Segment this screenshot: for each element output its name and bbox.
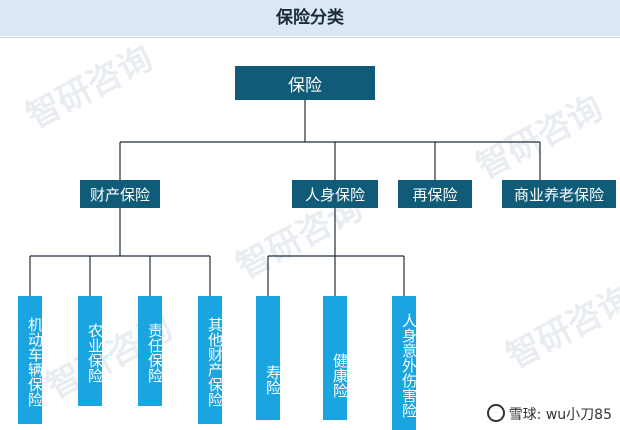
page-title: 保险分类 xyxy=(276,8,344,28)
node-agriculture-insurance: 农业保险 xyxy=(78,296,104,406)
header-divider xyxy=(0,37,620,38)
snowball-logo-icon xyxy=(486,404,505,422)
node-property-insurance: 财产保险 xyxy=(80,180,160,208)
node-reinsurance: 再保险 xyxy=(398,180,472,208)
source-credit: 雪球: wu小刀85 xyxy=(486,404,612,424)
node-motor-vehicle-insurance: 机动车辆保险 xyxy=(18,296,44,424)
node-life-assurance: 寿险 xyxy=(256,296,282,420)
credit-text: 雪球: wu小刀85 xyxy=(508,407,612,423)
header-bar xyxy=(0,0,620,36)
node-root: 保险 xyxy=(235,66,375,100)
node-accident-insurance: 人身意外伤害险 xyxy=(392,296,418,430)
node-health-insurance: 健康险 xyxy=(323,296,349,420)
node-commercial-pension-insurance: 商业养老保险 xyxy=(502,180,616,208)
node-other-property-insurance: 其他财产保险 xyxy=(198,296,224,424)
node-life-insurance: 人身保险 xyxy=(292,180,378,208)
node-liability-insurance: 责任保险 xyxy=(138,296,164,406)
